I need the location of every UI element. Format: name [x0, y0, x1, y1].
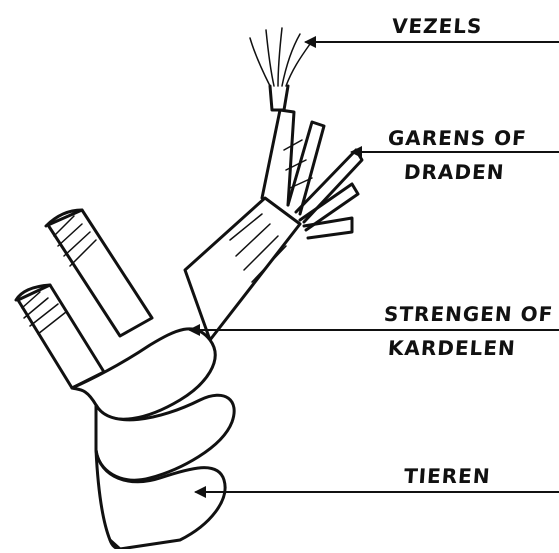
arrowhead-fibers [304, 36, 316, 48]
label-rope: TIEREN [403, 464, 491, 488]
left-strand-lower [16, 285, 104, 388]
main-strand [185, 198, 300, 340]
label-yarns-line2: DRADEN [403, 160, 505, 184]
label-strands-line2: KARDELEN [387, 336, 516, 360]
label-yarns-line1: GARENS OF [387, 126, 527, 150]
label-strands-line1: STRENGEN OF [383, 302, 554, 326]
label-fibers: VEZELS [391, 14, 483, 38]
fibers-tuft [250, 28, 310, 110]
